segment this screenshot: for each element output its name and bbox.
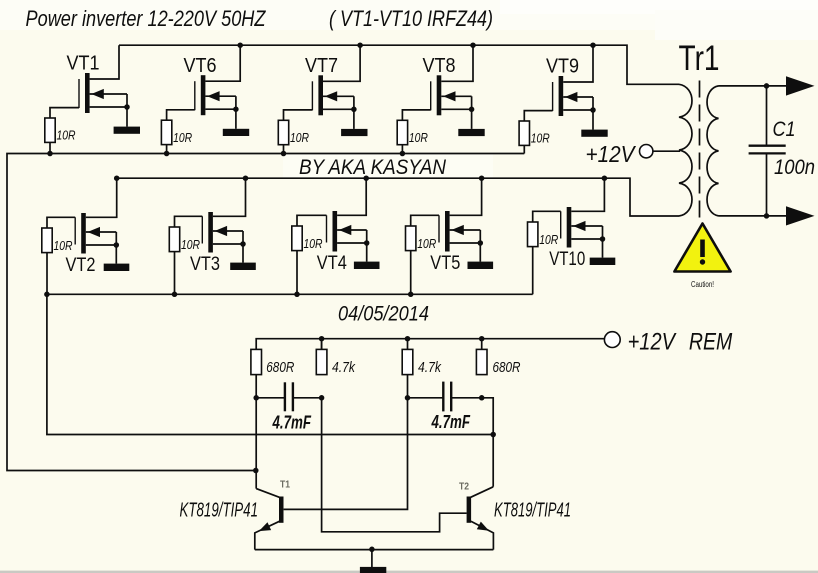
svg-text:VT6: VT6 [184, 55, 217, 77]
svg-text:4.7k: 4.7k [418, 360, 442, 376]
svg-text:680R: 680R [266, 360, 294, 376]
svg-text:Tr1: Tr1 [679, 38, 720, 78]
svg-text:KT819/TIP41: KT819/TIP41 [180, 500, 259, 522]
svg-text:4.7mF: 4.7mF [272, 412, 312, 433]
svg-text:T2: T2 [459, 481, 469, 493]
svg-text:VT9: VT9 [546, 56, 579, 78]
svg-text:( VT1-VT10 IRFZ44): ( VT1-VT10 IRFZ44) [329, 6, 493, 31]
svg-text:10R: 10R [409, 130, 428, 145]
svg-text:BY AKA KASYAN: BY AKA KASYAN [299, 156, 447, 179]
svg-text:10R: 10R [290, 130, 309, 145]
svg-text:+12V: +12V [628, 329, 677, 356]
svg-text:VT4: VT4 [317, 252, 347, 274]
svg-text:+12V: +12V [586, 141, 637, 167]
svg-text:4.7mF: 4.7mF [431, 411, 471, 432]
svg-text:10R: 10R [181, 237, 200, 252]
svg-text:T1: T1 [280, 478, 290, 490]
svg-text:VT7: VT7 [305, 55, 338, 77]
svg-text:10R: 10R [531, 131, 550, 146]
svg-text:04/05/2014: 04/05/2014 [338, 302, 429, 326]
svg-text:100n: 100n [774, 156, 815, 179]
svg-text:VT2: VT2 [66, 254, 96, 276]
svg-text:10R: 10R [54, 238, 73, 253]
svg-text:10R: 10R [539, 232, 558, 247]
svg-text:KT819/TIP41: KT819/TIP41 [494, 500, 571, 522]
svg-text:10R: 10R [173, 130, 192, 145]
svg-text:Caution!: Caution! [691, 279, 714, 289]
svg-text:Power inverter 12-220V 50HZ: Power inverter 12-220V 50HZ [26, 6, 267, 31]
svg-text:VT1: VT1 [67, 53, 100, 75]
svg-text:680R: 680R [493, 360, 521, 376]
svg-text:4.7k: 4.7k [332, 360, 356, 376]
svg-text:VT10: VT10 [549, 248, 585, 270]
svg-text:VT3: VT3 [190, 253, 220, 275]
svg-text:10R: 10R [304, 236, 323, 251]
svg-text:VT8: VT8 [423, 55, 456, 77]
svg-text:REM: REM [689, 329, 732, 356]
svg-text:10R: 10R [57, 128, 76, 143]
svg-text:10R: 10R [417, 236, 436, 251]
svg-text:C1: C1 [773, 118, 796, 141]
svg-text:VT5: VT5 [430, 252, 460, 274]
